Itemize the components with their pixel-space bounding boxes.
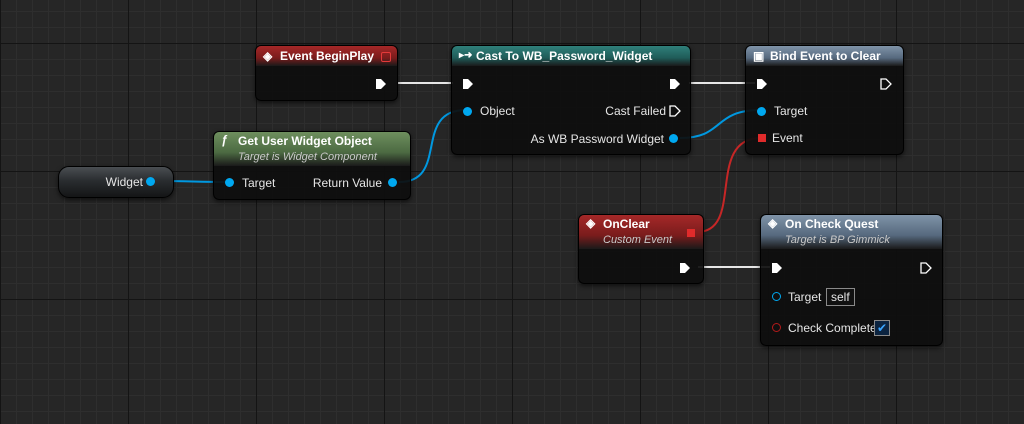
cast-arrows-icon: ▸➜ bbox=[459, 50, 473, 61]
event-beginplay-header: ◈ Event BeginPlay bbox=[256, 46, 397, 66]
bind-event-title: Bind Event to Clear bbox=[770, 49, 881, 63]
onclear-event-node[interactable]: ◈ OnClear Custom Event bbox=[578, 214, 704, 284]
widget-variable-label: Widget bbox=[105, 175, 143, 189]
exec-out-pin[interactable] bbox=[920, 262, 932, 274]
checkmark-icon: ✔ bbox=[876, 321, 888, 335]
exec-in-pin[interactable] bbox=[771, 262, 783, 274]
bind-event-to-clear-node[interactable]: ▣ Bind Event to Clear Target Event bbox=[745, 45, 904, 155]
return-value-label: Return Value bbox=[312, 176, 382, 190]
target-input-pin[interactable] bbox=[225, 178, 234, 187]
object-input-pin[interactable] bbox=[463, 107, 472, 116]
target-pin-label: Target bbox=[242, 176, 276, 190]
exec-out-pin[interactable] bbox=[669, 78, 681, 90]
widget-variable-node[interactable]: Widget bbox=[58, 166, 174, 198]
as-wb-password-widget-output-pin[interactable] bbox=[669, 134, 678, 143]
delegate-output-pin[interactable] bbox=[381, 52, 391, 62]
onclear-subtitle: Custom Event bbox=[603, 234, 673, 246]
object-pin-label: Object bbox=[480, 104, 515, 118]
event-beginplay-title: Event BeginPlay bbox=[280, 49, 375, 63]
cast-to-header: ▸➜ Cast To WB_Password_Widget bbox=[452, 46, 690, 66]
target-pin-label: Target bbox=[788, 290, 822, 304]
bind-event-header: ▣ Bind Event to Clear bbox=[746, 46, 903, 66]
on-check-quest-node[interactable]: ◈ On Check Quest Target is BP Gimmick Ta… bbox=[760, 214, 943, 346]
delegate-wire bbox=[696, 137, 762, 233]
event-beginplay-node[interactable]: ◈ Event BeginPlay bbox=[255, 45, 398, 101]
target-input-pin[interactable] bbox=[772, 292, 781, 301]
onclear-header: ◈ OnClear Custom Event bbox=[579, 215, 703, 249]
exec-in-pin[interactable] bbox=[756, 78, 768, 90]
widget-output-pin[interactable] bbox=[146, 177, 155, 186]
event-diamond-icon: ◈ bbox=[586, 216, 596, 230]
cast-failed-exec-pin[interactable] bbox=[669, 105, 681, 117]
event-diamond-icon: ◈ bbox=[263, 49, 273, 63]
exec-out-pin[interactable] bbox=[679, 262, 691, 274]
object-wire bbox=[398, 109, 467, 183]
check-complete-checkbox[interactable]: ✔ bbox=[874, 320, 890, 336]
exec-in-pin[interactable] bbox=[462, 78, 474, 90]
target-input-pin[interactable] bbox=[757, 107, 766, 116]
check-complete-input-pin[interactable] bbox=[772, 323, 781, 332]
return-value-output-pin[interactable] bbox=[388, 178, 397, 187]
as-wb-password-widget-label: As WB Password Widget bbox=[530, 132, 664, 146]
target-pin-label: Target bbox=[774, 104, 808, 118]
check-complete-label: Check Complete bbox=[788, 321, 877, 335]
get-user-widget-object-title: Get User Widget Object bbox=[238, 134, 372, 148]
delegate-output-pin[interactable] bbox=[687, 229, 695, 237]
get-user-widget-object-subtitle: Target is Widget Component bbox=[238, 151, 377, 163]
exec-out-pin[interactable] bbox=[880, 78, 892, 90]
cast-to-node[interactable]: ▸➜ Cast To WB_Password_Widget Object Cas… bbox=[451, 45, 691, 155]
on-check-quest-subtitle: Target is BP Gimmick bbox=[785, 234, 890, 246]
get-user-widget-object-header: ƒ Get User Widget Object Target is Widge… bbox=[214, 132, 410, 166]
cast-to-title: Cast To WB_Password_Widget bbox=[476, 49, 653, 63]
cast-failed-label: Cast Failed bbox=[605, 104, 666, 118]
onclear-title: OnClear bbox=[603, 217, 650, 231]
get-user-widget-object-node[interactable]: ƒ Get User Widget Object Target is Widge… bbox=[213, 131, 411, 200]
exec-out-pin[interactable] bbox=[375, 78, 387, 90]
target-self-field[interactable]: self bbox=[826, 288, 855, 306]
event-pin-label: Event bbox=[772, 131, 803, 145]
on-check-quest-header: ◈ On Check Quest Target is BP Gimmick bbox=[761, 215, 942, 249]
event-diamond-icon: ◈ bbox=[768, 216, 778, 230]
event-input-pin[interactable] bbox=[758, 134, 766, 142]
on-check-quest-title: On Check Quest bbox=[785, 217, 879, 231]
window-icon: ▣ bbox=[753, 49, 765, 63]
function-icon: ƒ bbox=[221, 133, 228, 147]
